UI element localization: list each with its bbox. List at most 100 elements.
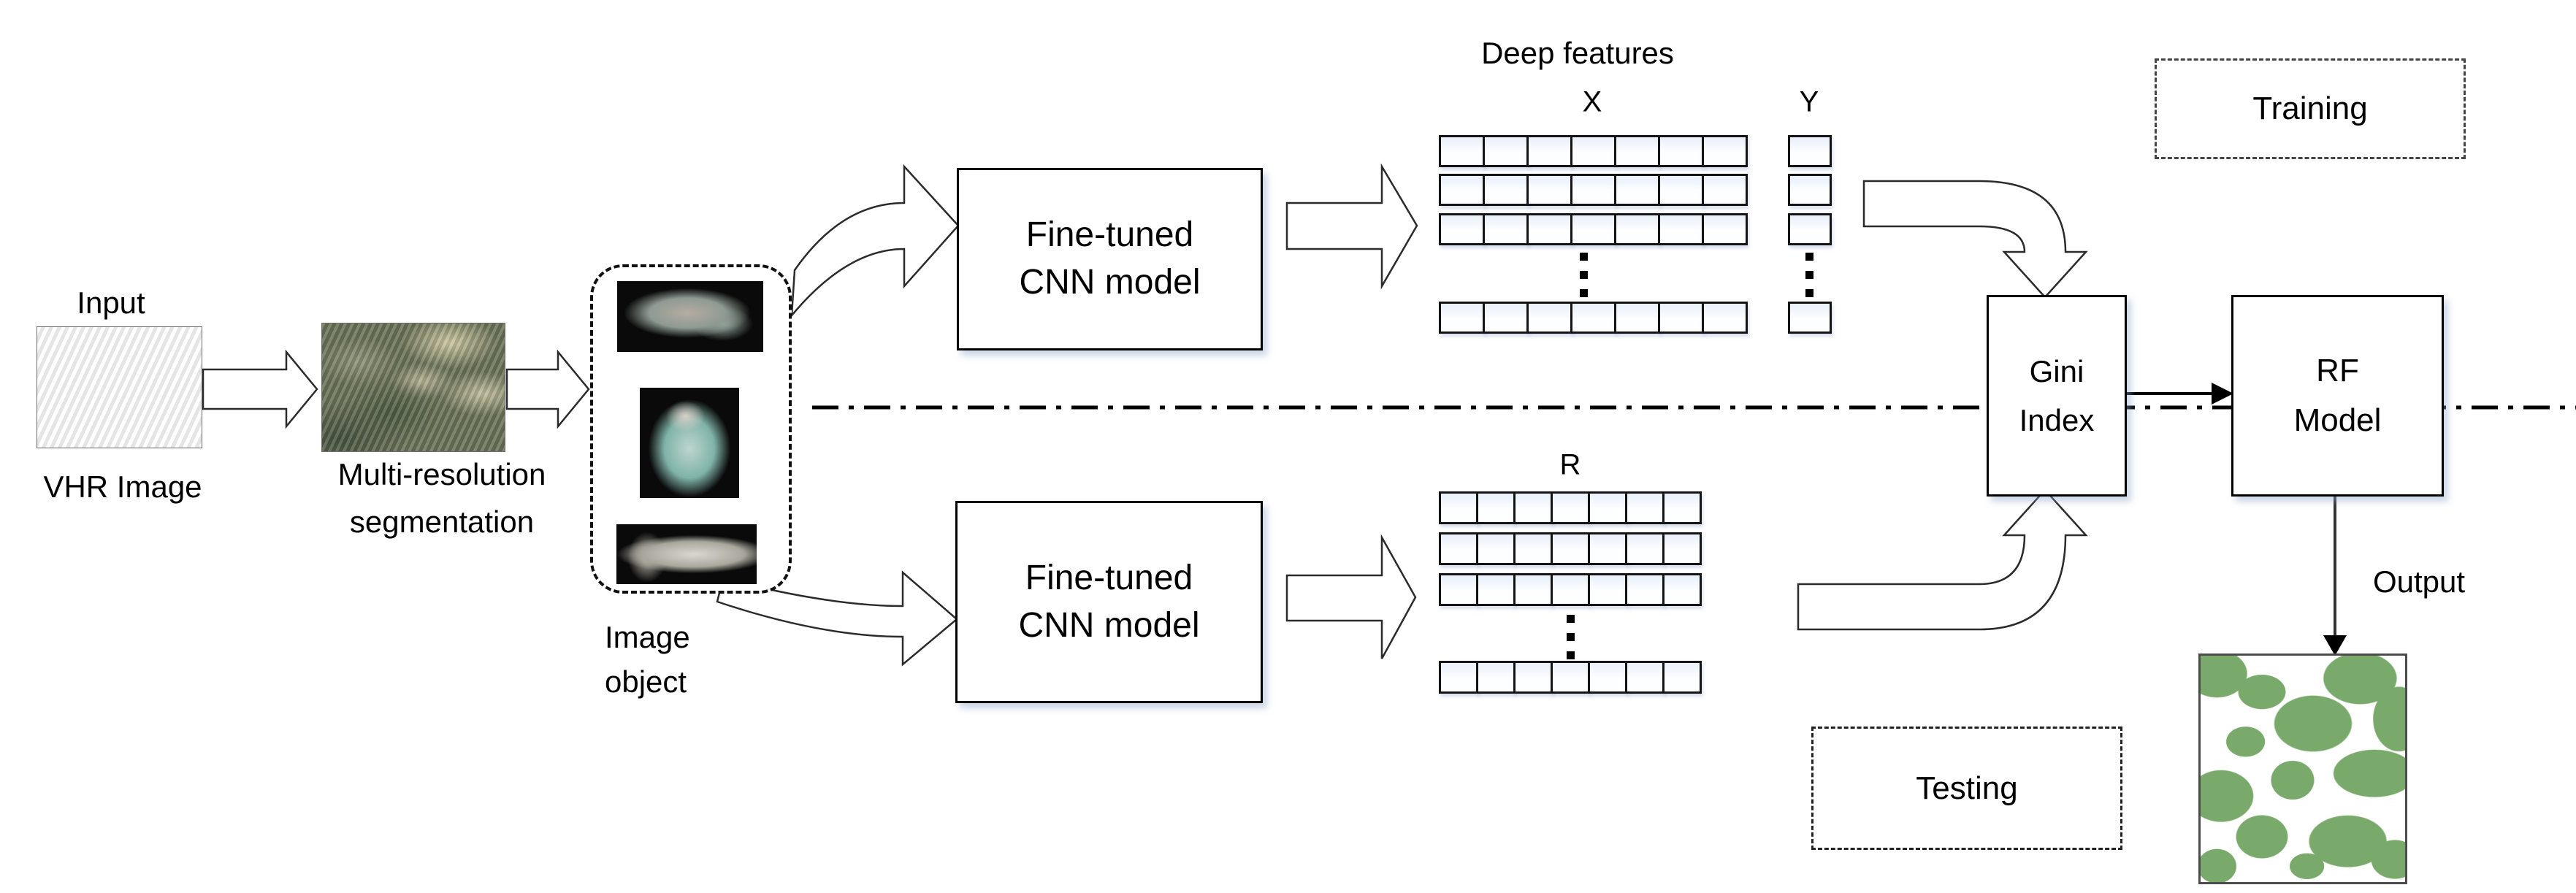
feature-cell xyxy=(1788,135,1832,167)
arrowhead-icon-rf-to-output xyxy=(2323,635,2347,656)
feature-cell xyxy=(1788,302,1832,334)
feature-cell xyxy=(1658,302,1704,334)
curved-arrow-icon-objects-to-cnn-top xyxy=(790,164,960,318)
feature-cell xyxy=(1658,174,1704,206)
cnn-model-box-testing: Fine-tuned CNN model xyxy=(955,501,1263,703)
feature-cell xyxy=(1614,213,1660,245)
feature-cell xyxy=(1788,213,1832,245)
y-vector-cell-row xyxy=(1788,174,1832,206)
feature-cell xyxy=(1483,302,1529,334)
arrow-right-icon-cnn-top-to-features xyxy=(1285,163,1418,290)
feature-cell xyxy=(1588,532,1627,565)
feature-cell xyxy=(1439,491,1478,524)
feature-cell xyxy=(1439,174,1485,206)
feature-cell xyxy=(1662,661,1702,694)
arrow-right-icon-segmentation-to-objects xyxy=(505,349,590,429)
feature-cell xyxy=(1702,174,1748,206)
feature-cell xyxy=(1476,532,1516,565)
segmentation-thumbnail xyxy=(321,323,505,452)
r-matrix-row xyxy=(1439,661,1702,694)
input-label: Input xyxy=(77,285,145,320)
gini-label-line1: Gini xyxy=(2029,353,2084,388)
feature-cell xyxy=(1439,213,1485,245)
arrow-right-icon-cnn-bottom-to-features xyxy=(1285,534,1417,659)
x-matrix-row xyxy=(1439,135,1748,167)
feature-cell xyxy=(1551,573,1590,606)
feature-cell xyxy=(1439,573,1478,606)
feature-cell xyxy=(1570,302,1616,334)
feature-cell xyxy=(1526,302,1572,334)
arrow-right-icon-vhr-to-segmentation xyxy=(202,349,318,429)
x-matrix-label: X xyxy=(1582,85,1602,118)
training-phase-box: Training xyxy=(2155,58,2466,159)
feature-cell xyxy=(1570,135,1616,167)
arrowhead-icon-gini-to-rf xyxy=(2212,383,2233,405)
deep-features-label: Deep features xyxy=(1481,36,1674,70)
feature-cell xyxy=(1476,661,1516,694)
feature-cell xyxy=(1439,532,1478,565)
feature-cell xyxy=(1513,573,1553,606)
r-matrix-row xyxy=(1439,532,1702,565)
y-vector-cell-row xyxy=(1788,135,1832,167)
cnn-model-box-training: Fine-tuned CNN model xyxy=(957,168,1263,350)
x-matrix-row xyxy=(1439,302,1748,334)
testing-phase-box: Testing xyxy=(1811,727,2122,850)
gini-label-line2: Index xyxy=(2019,403,2095,437)
vhr-image-label: VHR Image xyxy=(43,470,202,504)
feature-cell xyxy=(1625,573,1665,606)
feature-cell xyxy=(1662,532,1702,565)
feature-cell xyxy=(1551,661,1590,694)
r-matrix-ellipsis-icon xyxy=(1567,615,1575,659)
feature-cell xyxy=(1588,573,1627,606)
y-vector-cell-row xyxy=(1788,302,1832,334)
feature-cell xyxy=(1662,491,1702,524)
feature-cell xyxy=(1625,491,1665,524)
elbow-arrow-down-icon-features-to-gini xyxy=(1862,180,2088,299)
cnn-bottom-label-line1: Fine-tuned xyxy=(1025,558,1193,597)
r-matrix-row xyxy=(1439,573,1702,606)
feature-cell xyxy=(1614,302,1660,334)
feature-cell xyxy=(1570,213,1616,245)
feature-cell xyxy=(1513,532,1553,565)
feature-cell xyxy=(1551,532,1590,565)
feature-cell xyxy=(1526,213,1572,245)
cnn-bottom-label-line2: CNN model xyxy=(1018,605,1200,645)
feature-cell xyxy=(1439,135,1485,167)
r-matrix-row xyxy=(1439,491,1702,524)
multires-label-line2: segmentation xyxy=(349,505,535,539)
feature-cell xyxy=(1658,213,1704,245)
cnn-top-label-line2: CNN model xyxy=(1019,263,1201,302)
vhr-image-thumbnail xyxy=(37,326,202,448)
feature-cell xyxy=(1788,174,1832,206)
image-object-thumbnail-1 xyxy=(617,281,763,352)
rf-label-line1: RF xyxy=(2316,352,2359,388)
feature-cell xyxy=(1513,491,1553,524)
output-label: Output xyxy=(2372,564,2466,599)
image-object-label-line2: object xyxy=(605,664,687,699)
feature-cell xyxy=(1483,135,1529,167)
feature-cell xyxy=(1551,491,1590,524)
feature-cell xyxy=(1658,135,1704,167)
feature-cell xyxy=(1614,135,1660,167)
x-matrix-ellipsis-icon xyxy=(1580,253,1588,297)
feature-cell xyxy=(1625,532,1665,565)
image-object-thumbnail-2 xyxy=(640,388,739,498)
elbow-arrow-up-icon-features-to-gini xyxy=(1797,488,2088,631)
testing-label: Testing xyxy=(1916,770,2018,806)
feature-cell xyxy=(1702,135,1748,167)
curved-arrow-icon-objects-to-cnn-bottom xyxy=(716,570,958,667)
y-vector-ellipsis-icon xyxy=(1805,253,1813,297)
feature-cell xyxy=(1476,573,1516,606)
feature-cell xyxy=(1702,213,1748,245)
feature-cell xyxy=(1702,302,1748,334)
gini-index-box: Gini Index xyxy=(1987,295,2127,497)
image-object-label-line1: Image xyxy=(605,620,690,654)
y-vector-label: Y xyxy=(1799,85,1819,118)
feature-cell xyxy=(1588,661,1627,694)
feature-cell xyxy=(1439,302,1485,334)
multires-label-line1: Multi-resolution xyxy=(337,457,546,491)
feature-cell xyxy=(1588,491,1627,524)
feature-cell xyxy=(1513,661,1553,694)
